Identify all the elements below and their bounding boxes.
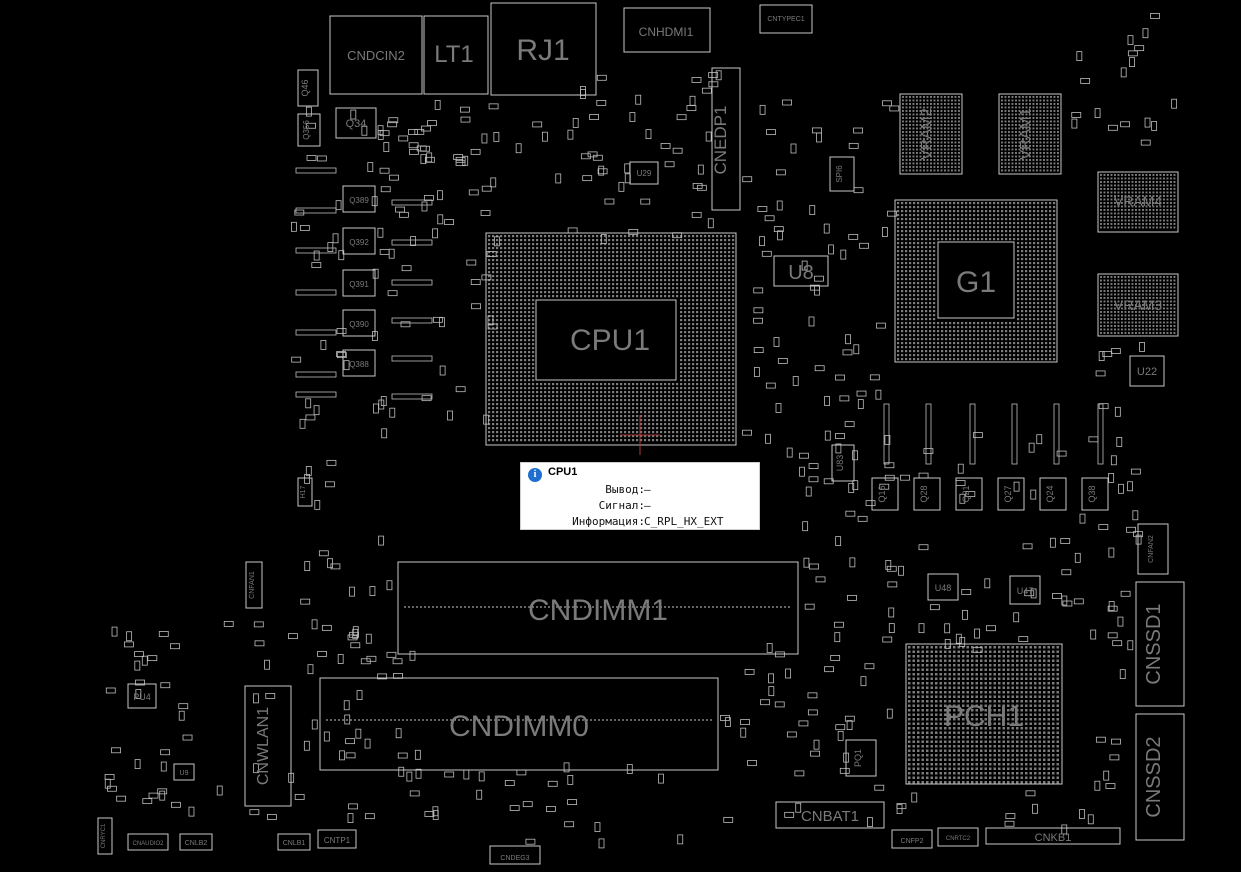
component-q24[interactable]: Q24 (1039, 477, 1067, 511)
component-q389[interactable]: Q389 (342, 185, 376, 213)
component-cnrtc2[interactable]: CNRTC2 (937, 827, 979, 847)
component-cnssd1[interactable]: CNSSD1 (1135, 581, 1185, 707)
component-cnedp1[interactable]: CNEDP1 (711, 67, 741, 211)
component-u83[interactable]: U83 (831, 444, 855, 482)
component-u22[interactable]: U22 (1129, 355, 1165, 387)
component-rj1[interactable]: RJ1 (490, 2, 597, 96)
component-q388[interactable]: Q388 (342, 349, 376, 377)
component-cnfan2[interactable]: CNFAN2 (1137, 523, 1169, 575)
component-q390[interactable]: Q390 (342, 309, 376, 337)
component-cndimm0[interactable]: CNDIMM0 (319, 677, 719, 771)
component-cndeg3[interactable]: CNDEG3 (489, 845, 541, 865)
component-cnfp2[interactable]: CNFP2 (891, 829, 933, 849)
component-pu4[interactable]: PU4 (127, 683, 157, 709)
tooltip-value: — (644, 499, 651, 512)
component-u47[interactable]: U47 (1009, 575, 1041, 605)
tooltip-key: Информация: (572, 515, 645, 528)
component-u8[interactable]: U8 (773, 255, 829, 287)
component-vram3[interactable]: VRAM3 (1097, 273, 1179, 337)
component-cnlb1[interactable]: CNLB1 (277, 833, 311, 851)
component-u29[interactable]: U29 (629, 161, 659, 185)
component-info-tooltip: i CPU1 Вывод: — Сигнал: — Информация: C_… (520, 462, 760, 530)
component-cnfan1[interactable]: CNFAN1 (245, 561, 263, 609)
component-q27[interactable]: Q27 (997, 477, 1025, 511)
tooltip-key: Сигнал: (598, 499, 645, 512)
component-cnbat1[interactable]: CNBAT1 (775, 801, 885, 829)
component-q28[interactable]: Q28 (913, 477, 941, 511)
component-vram1[interactable]: VRAM1 (998, 93, 1062, 175)
component-cnhdmi1[interactable]: CNHDMI1 (623, 7, 711, 53)
component-cndimm1[interactable]: CNDIMM1 (397, 561, 799, 655)
component-g1[interactable]: G1 (894, 199, 1058, 363)
component-vram4[interactable]: VRAM4 (1097, 171, 1179, 233)
crosshair-cursor-icon (620, 415, 660, 455)
component-vram2[interactable]: VRAM2 (899, 93, 963, 175)
component-cnlb2[interactable]: CNLB2 (179, 833, 213, 851)
component-q46[interactable]: Q46 (297, 69, 319, 107)
component-q356[interactable]: Q356 (297, 113, 321, 147)
component-cnwlan1[interactable]: CNWLAN1 (244, 685, 292, 807)
component-cntypec1[interactable]: CNTYPEC1 (759, 4, 813, 34)
component-lt1[interactable]: LT1 (423, 15, 489, 95)
component-q16[interactable]: Q16 (871, 477, 899, 511)
decorative-pads (104, 13, 1178, 849)
component-cnryc1[interactable]: CNRYC1 (97, 817, 113, 855)
component-cnaudio2[interactable]: CNAUDIO2 (127, 833, 169, 851)
component-h17[interactable]: H17 (297, 477, 313, 507)
component-cnkb1[interactable]: CNKB1 (985, 827, 1121, 845)
info-icon: i (528, 468, 542, 482)
tooltip-value: — (644, 483, 651, 496)
tooltip-key: Вывод: (605, 483, 645, 496)
component-q391[interactable]: Q391 (342, 269, 376, 297)
component-q21[interactable]: Q21 (955, 477, 983, 511)
component-q34[interactable]: Q34 (335, 107, 377, 139)
component-u9[interactable]: U9 (173, 763, 195, 781)
component-cpu1[interactable]: CPU1 (485, 232, 737, 446)
component-cnssd2[interactable]: CNSSD2 (1135, 713, 1185, 841)
tooltip-title: CPU1 (548, 466, 578, 478)
component-u48[interactable]: U48 (927, 573, 959, 601)
component-pch1[interactable]: PCH1 (905, 643, 1063, 785)
component-spi6[interactable]: SPI6 (829, 156, 855, 192)
tooltip-value: C_RPL_HX_EXT (644, 515, 724, 528)
component-cntp1[interactable]: CNTP1 (317, 829, 357, 849)
component-q392[interactable]: Q392 (342, 227, 376, 255)
component-q38[interactable]: Q38 (1081, 477, 1109, 511)
component-cndcin2[interactable]: CNDCIN2 (329, 15, 423, 95)
component-pq1[interactable]: PQ1 (845, 739, 877, 777)
